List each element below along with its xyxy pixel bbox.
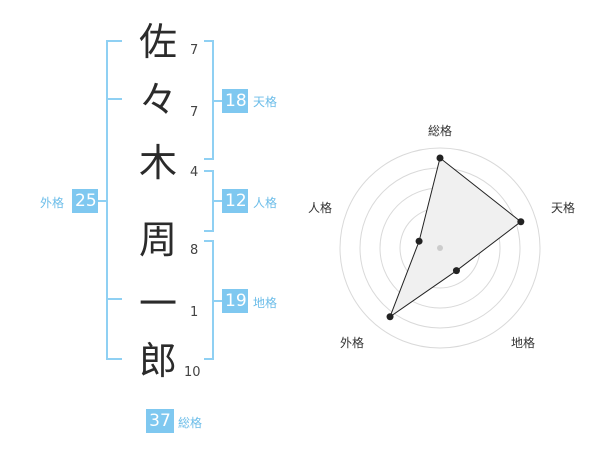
radar-axis-label-tenkaku: 天格 xyxy=(551,201,576,215)
radar-ring-5 xyxy=(339,147,541,349)
gaikaku-bracket-top xyxy=(106,40,122,42)
name-char-6: 郎 xyxy=(138,339,177,383)
tenkaku-value-badge: 18 xyxy=(222,89,248,113)
radar-axis-label-gaikaku: 外格 xyxy=(340,336,365,350)
radar-axis-label-chikaku: 地格 xyxy=(511,336,536,350)
jinkaku-connector xyxy=(212,200,222,202)
tenkaku-bracket-bottom xyxy=(204,158,214,160)
name-char-5: 一 xyxy=(138,282,177,326)
jinkaku-value-badge: 12 xyxy=(222,189,248,213)
gaikaku-bracket-bottom xyxy=(106,358,122,360)
stroke-count-2: 7 xyxy=(190,105,199,120)
chikaku-bracket-top xyxy=(204,240,214,242)
stroke-count-6: 10 xyxy=(184,365,201,380)
stroke-count-1: 7 xyxy=(190,43,199,58)
soukaku-label: 総格 xyxy=(178,416,203,430)
soukaku-value-badge: 37 xyxy=(146,409,174,433)
radar-point-4 xyxy=(386,313,394,321)
gaikaku-tick-1 xyxy=(106,98,122,100)
gaikaku-connector xyxy=(98,200,106,202)
radar-axis-label-jinkaku: 人格 xyxy=(308,201,333,215)
radar-point-1 xyxy=(436,154,444,162)
radar-center xyxy=(437,245,443,251)
gaikaku-bracket xyxy=(106,40,108,360)
gaikaku-value-badge: 25 xyxy=(72,189,98,213)
radar-point-3 xyxy=(452,267,460,275)
name-char-2: 々 xyxy=(138,78,177,122)
radar-axis-label-soukaku: 総格 xyxy=(428,124,453,138)
tenkaku-connector xyxy=(212,100,222,102)
gaikaku-tick-2 xyxy=(106,298,122,300)
chikaku-connector xyxy=(212,300,222,302)
stroke-count-4: 8 xyxy=(190,243,199,258)
radar-dots xyxy=(386,154,525,321)
name-char-1: 佐 xyxy=(138,20,177,64)
gaikaku-label: 外格 xyxy=(40,196,65,210)
stroke-count-3: 4 xyxy=(190,165,199,180)
tenkaku-bracket-top xyxy=(204,40,214,42)
jinkaku-bracket-top xyxy=(204,170,214,172)
chikaku-value-badge: 19 xyxy=(222,289,248,313)
radar-point-5 xyxy=(415,237,423,245)
radar-polygon xyxy=(388,157,522,319)
chikaku-label: 地格 xyxy=(253,296,278,310)
tenkaku-label: 天格 xyxy=(253,95,278,109)
name-char-4: 周 xyxy=(138,218,177,262)
chikaku-bracket-bottom xyxy=(204,358,214,360)
jinkaku-bracket-bottom xyxy=(204,230,214,232)
name-char-3: 木 xyxy=(138,141,177,185)
radar-point-2 xyxy=(517,218,525,226)
jinkaku-label: 人格 xyxy=(253,196,278,210)
stroke-count-5: 1 xyxy=(190,305,199,320)
